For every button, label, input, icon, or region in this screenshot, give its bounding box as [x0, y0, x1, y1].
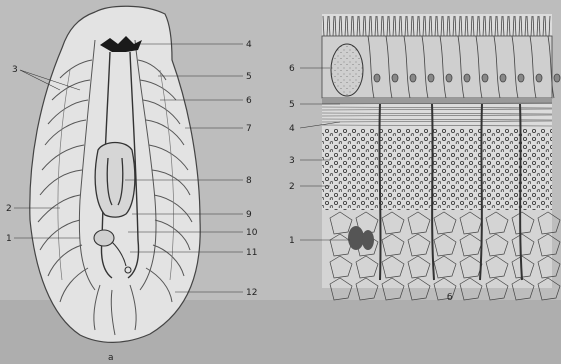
label-b-5: 5: [289, 100, 295, 110]
label-a-11: 11: [246, 248, 257, 258]
label-a-7: 7: [246, 124, 252, 134]
label-a-2: 2: [6, 204, 12, 214]
label-a-3: 3: [12, 65, 18, 75]
label-b-2: 2: [289, 182, 295, 192]
parenchyma-dotted: [322, 128, 552, 210]
label-b-1: 1: [289, 236, 295, 246]
label-a-4: 4: [246, 40, 252, 50]
label-b-3: 3: [289, 156, 295, 166]
label-b-4: 4: [289, 124, 295, 134]
label-a-1: 1: [6, 234, 12, 244]
gland-cell: [331, 44, 363, 96]
caption-a: а: [108, 353, 114, 363]
label-b-6: 6: [289, 64, 295, 74]
panel-b: 6 5 4 3 2 1 б: [289, 14, 560, 303]
label-a-8: 8: [246, 176, 252, 186]
label-a-6: 6: [246, 96, 252, 106]
caption-b: б: [447, 293, 453, 303]
label-a-5: 5: [246, 72, 252, 82]
label-a-9: 9: [246, 210, 252, 220]
label-a-12: 12: [246, 288, 257, 298]
label-a-10: 10: [246, 228, 258, 238]
